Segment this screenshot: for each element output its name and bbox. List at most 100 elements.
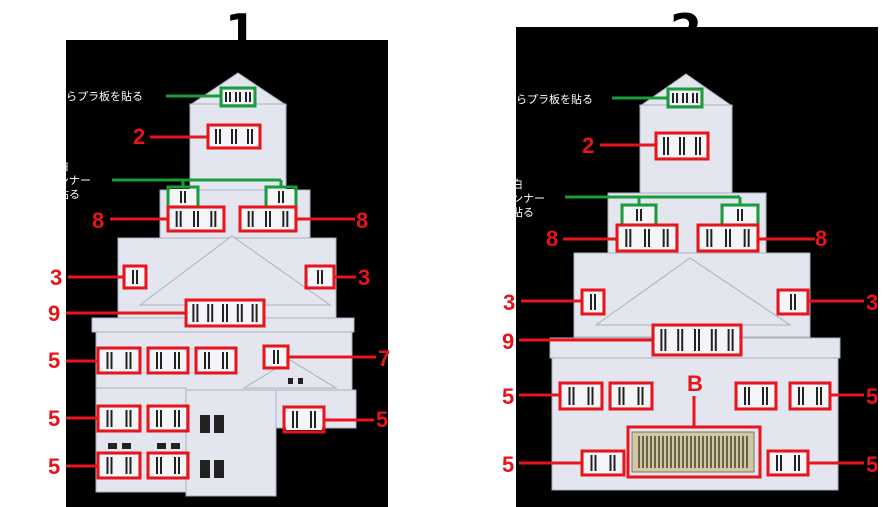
marker-p2-window-5a	[558, 381, 604, 411]
gate-bar	[714, 436, 716, 468]
gate-bar	[722, 436, 724, 468]
marker-p1-window-3-left	[122, 264, 148, 290]
gate-bar	[674, 436, 676, 468]
marker-p2-runner-left	[620, 203, 658, 227]
building-1-plain-windows	[108, 378, 303, 478]
gate-bar	[726, 436, 728, 468]
gate-bar	[642, 436, 644, 468]
marker-p1-window-8-left	[166, 205, 226, 233]
marker-p2-window-5d	[788, 381, 832, 411]
gate-bar	[694, 436, 696, 468]
building-2-gate	[631, 431, 755, 473]
building-2-gate-bars	[638, 436, 748, 468]
gate-bar	[698, 436, 700, 468]
building-1-small-gable	[242, 359, 338, 389]
marker-p1-tower-window	[206, 123, 262, 150]
panel-1-label-5-c: 5	[376, 407, 389, 432]
gate-bar	[670, 436, 672, 468]
marker-p2-back-plate	[666, 87, 704, 109]
window-markers	[66, 123, 864, 480]
panel-1-label-5-a: 5	[48, 348, 61, 373]
marker-p1-window-9	[184, 298, 266, 328]
panel-1-label-8-left: 8	[92, 208, 105, 233]
marker-p1-window-5b	[146, 346, 190, 375]
gate-bar	[666, 436, 668, 468]
marker-p1-window-5e	[146, 404, 190, 433]
panel-1-label-5-b: 5	[48, 406, 61, 431]
panel-2-label-5-a: 5	[502, 384, 515, 409]
gate-bar	[738, 436, 740, 468]
panel-2-label-9: 9	[502, 329, 515, 354]
panel-2-label-5-d: 5	[866, 452, 879, 477]
marker-p2-window-5c	[734, 381, 778, 411]
gate-bar	[742, 436, 744, 468]
gate-bar	[650, 436, 652, 468]
marker-p1-back-plate	[219, 86, 257, 108]
gate-bar	[702, 436, 704, 468]
building-1-base-center	[185, 389, 277, 497]
panel-2-label-3-right: 3	[866, 290, 879, 315]
panel-2-note-back: 裏からプラ板を貼る	[494, 93, 593, 106]
panel-2-note-runner-3: を裏から貼る	[468, 206, 534, 219]
panel-2-label-3-left: 3	[503, 290, 516, 315]
gate-bar	[710, 436, 712, 468]
panel-1-label-9: 9	[48, 301, 61, 326]
panel-1-note-runner-3: を裏から貼る	[14, 188, 80, 201]
panel-2-label-5-c: 5	[502, 452, 515, 477]
marker-p1-window-5g	[96, 451, 142, 480]
panel-2-label-b: B	[687, 371, 703, 396]
panel-1-label-5-d: 5	[48, 454, 61, 479]
marker-p1-window-7	[262, 344, 290, 370]
marker-p2-window-3-left	[580, 288, 606, 316]
panel-1-label-7: 7	[378, 346, 391, 371]
panel-1-label-2: 2	[133, 124, 146, 149]
marker-p1-window-5f	[282, 405, 326, 434]
panel-2-label-5-b: 5	[866, 384, 879, 409]
panel-2-note-runner-2: 伸ばしランナー	[468, 192, 545, 205]
gate-bar	[706, 436, 708, 468]
marker-p2-window-3-right	[776, 288, 810, 316]
marker-p2-runner-right	[720, 203, 760, 227]
panel-2-label-8-right: 8	[815, 226, 828, 251]
marker-p2-window-5b	[608, 381, 654, 411]
marker-p1-window-5h	[146, 451, 190, 480]
panel-1-number: 1	[225, 4, 258, 58]
panel-2-label-8-left: 8	[546, 226, 559, 251]
gate-bar	[654, 436, 656, 468]
gate-bar	[638, 436, 640, 468]
panel-1-note-runner-1: 横一本、白	[14, 160, 69, 173]
marker-p1-window-5c	[194, 346, 238, 375]
panel-2-label-2: 2	[582, 133, 595, 158]
gate-bar	[686, 436, 688, 468]
panel-2-number: 2	[670, 4, 703, 58]
marker-p2-tower-window	[654, 131, 710, 161]
gate-bar	[718, 436, 720, 468]
marker-p2-window-8-left	[615, 223, 679, 253]
marker-p2-window-5e	[580, 449, 626, 477]
panel-1-label-3-right: 3	[358, 265, 371, 290]
marker-p1-window-8-right	[238, 205, 298, 233]
gate-bar	[662, 436, 664, 468]
marker-p1-runner-left	[166, 185, 200, 209]
marker-p1-window-3-right	[304, 264, 336, 290]
gate-bar	[658, 436, 660, 468]
panel-1-label-8-right: 8	[356, 208, 369, 233]
gate-bar	[690, 436, 692, 468]
marker-p2-window-5f	[766, 449, 810, 477]
gate-bar	[682, 436, 684, 468]
panel-2-note-runner-1: 横一本、白	[468, 178, 523, 191]
gate-bar	[734, 436, 736, 468]
gate-bar	[746, 436, 748, 468]
marker-p2-window-8-right	[696, 223, 760, 253]
panel-1-label-3-left: 3	[50, 265, 63, 290]
marker-p1-window-5d	[96, 404, 142, 433]
gate-bar	[678, 436, 680, 468]
note-lines	[112, 86, 760, 227]
marker-p1-runner-right	[264, 185, 298, 209]
panel-1-note-back: 裏からプラ板を貼る	[44, 90, 143, 103]
panel-1-note-runner-2: 伸ばしランナー	[14, 174, 91, 187]
marker-p1-window-5a	[96, 346, 142, 375]
gate-bar	[646, 436, 648, 468]
